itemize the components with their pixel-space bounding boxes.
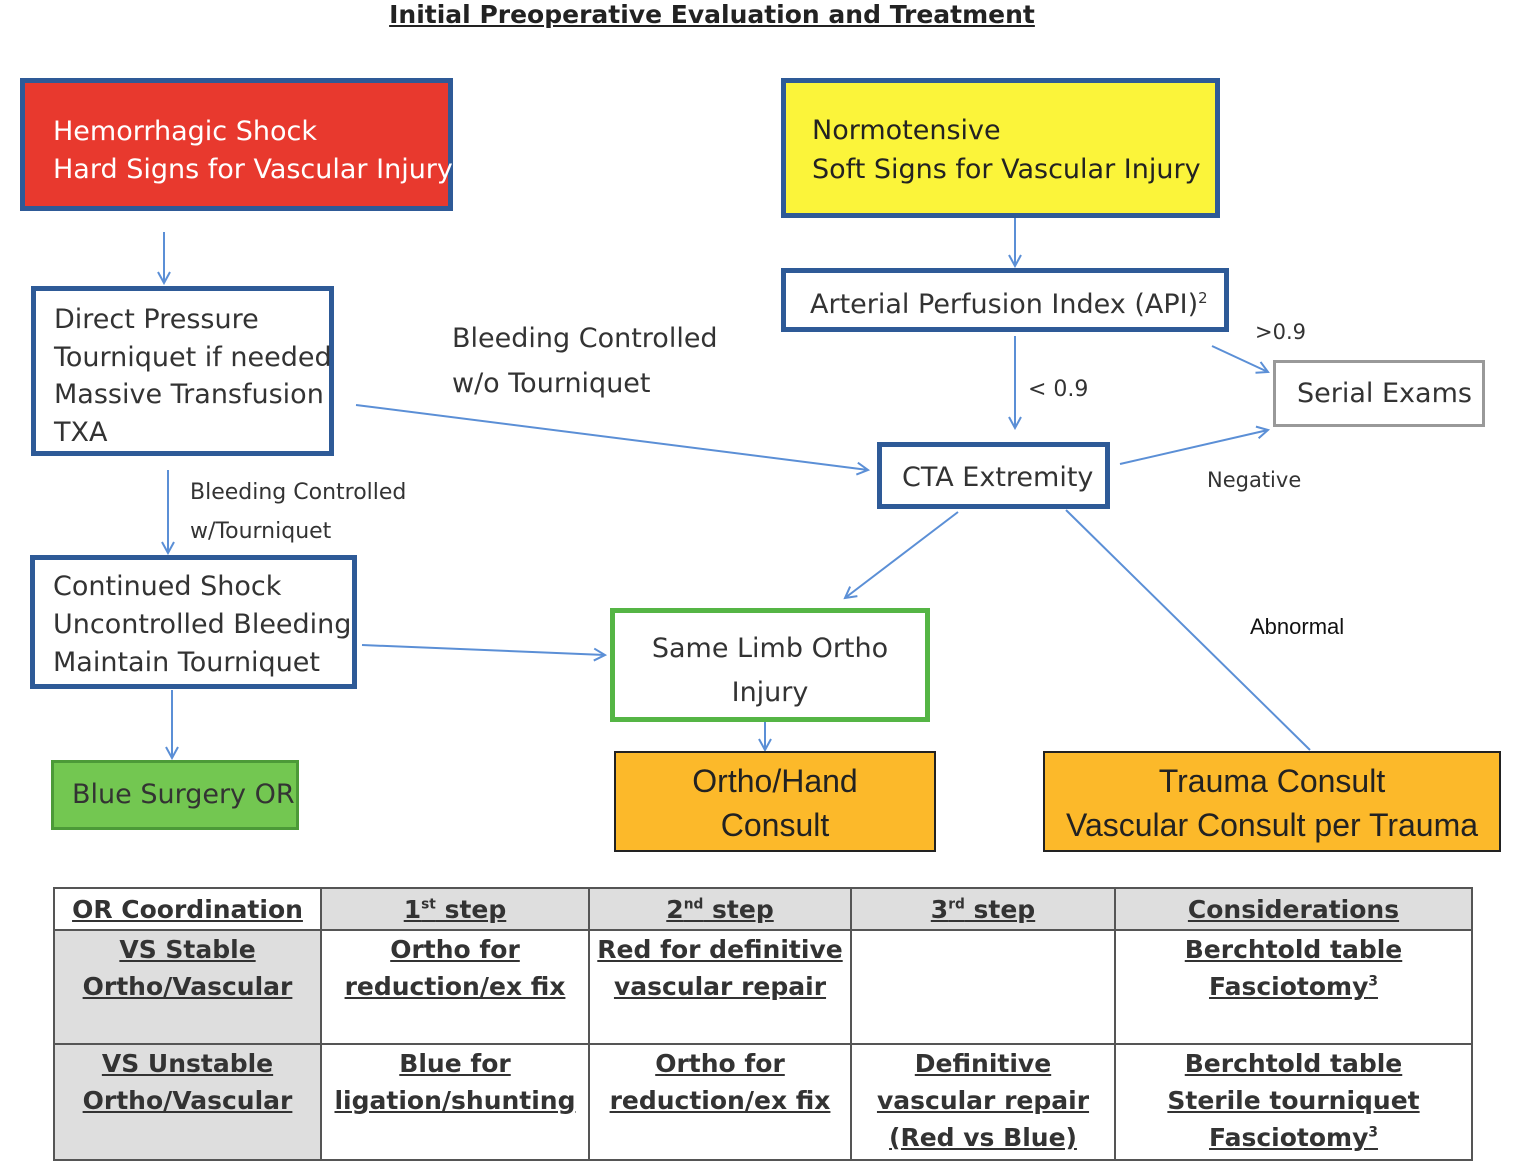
massive-transfusion-line: Massive Transfusion [54, 379, 324, 410]
table-row: VS Stable Ortho/Vascular Ortho for reduc… [53, 929, 1473, 1045]
diagram-title: Initial Preoperative Evaluation and Trea… [389, 0, 1035, 29]
header-or-coordination: OR Coordination [53, 887, 322, 931]
arrow-continued-to-samelimb [361, 644, 605, 655]
cell-step-1: Blue for ligation/shunting [320, 1043, 590, 1161]
direct-pressure-line: Direct Pressure [54, 304, 259, 335]
or-coordination-table: OR Coordination 1st step 2nd step 3rd st… [53, 887, 1473, 1161]
ortho-hand-line2: Consult [720, 807, 830, 843]
hemorrhagic-line1: Hemorrhagic Shock [53, 116, 317, 147]
arrow-cta-to-samelimb [845, 511, 959, 598]
row-head-vs-stable: VS Stable Ortho/Vascular [53, 929, 322, 1045]
label-lt-0-9: < 0.9 [1028, 377, 1089, 402]
table-row: VS Unstable Ortho/Vascular Blue for liga… [53, 1043, 1473, 1161]
continued-shock-box: Continued Shock Uncontrolled Bleeding Ma… [30, 555, 357, 689]
cta-extremity-box: CTA Extremity [877, 442, 1110, 509]
api-label: Arterial Perfusion Index (API)2 [810, 289, 1208, 320]
row-head-vs-unstable: VS Unstable Ortho/Vascular [53, 1043, 322, 1161]
serial-exams-box: Serial Exams [1273, 360, 1485, 427]
arrow-cta-to-serial [1119, 430, 1268, 465]
trauma-consult-line1: Trauma Consult [1158, 763, 1386, 799]
arrow-pressure-to-cta [355, 404, 868, 470]
normotensive-line2: Soft Signs for Vascular Injury [812, 154, 1201, 185]
cell-step-2: Red for definitive vascular repair [588, 929, 852, 1045]
cell-step-3: Definitive vascular repair (Red vs Blue) [850, 1043, 1116, 1161]
api-box: Arterial Perfusion Index (API)2 [781, 268, 1229, 332]
same-limb-ortho-line1: Same Limb Ortho [651, 633, 889, 664]
line-cta-to-trauma [1065, 509, 1311, 751]
hemorrhagic-shock-box: Hemorrhagic Shock Hard Signs for Vascula… [20, 78, 463, 211]
normotensive-box: Normotensive Soft Signs for Vascular Inj… [781, 78, 1220, 218]
header-step-3: 3rd step [850, 887, 1116, 931]
txa-line: TXA [54, 416, 108, 448]
cta-extremity-label: CTA Extremity [902, 462, 1094, 493]
serial-exams-label: Serial Exams [1297, 378, 1472, 409]
arrow-api-to-serial [1211, 345, 1268, 372]
normotensive-line1: Normotensive [812, 115, 1001, 146]
trauma-consult-line2: Vascular Consult per Trauma [1065, 807, 1479, 843]
same-limb-ortho-line2: Injury [731, 677, 809, 708]
label-bleeding-controlled-w-tourniquet: Bleeding Controlled w/Tourniquet [190, 480, 407, 544]
hemorrhagic-line2: Hard Signs for Vascular Injury1 [53, 154, 463, 185]
cell-step-1: Ortho for reduction/ex fix [320, 929, 590, 1045]
label-bleeding-controlled-wo-tourniquet: Bleeding Controlled w/o Tourniquet [452, 323, 718, 399]
footnote-1: 1 [452, 154, 463, 172]
label-negative: Negative [1207, 468, 1302, 492]
footnote-2: 2 [1198, 289, 1208, 307]
header-considerations: Considerations [1114, 887, 1473, 931]
header-step-1: 1st step [320, 887, 590, 931]
direct-pressure-box: Direct Pressure Tourniquet if needed Mas… [31, 286, 334, 456]
tourniquet-line: Tourniquet if needed [54, 341, 332, 373]
blue-surgery-or-label: Blue Surgery OR [72, 779, 295, 810]
uncontrolled-bleeding-line: Uncontrolled Bleeding [53, 609, 352, 640]
label-gt-0-9: >0.9 [1255, 320, 1306, 344]
continued-shock-line: Continued Shock [53, 571, 282, 602]
cell-considerations: Berchtold table Sterile tourniquet Fasci… [1114, 1043, 1473, 1161]
same-limb-ortho-box: Same Limb Ortho Injury [610, 608, 930, 722]
cell-step-3 [850, 929, 1116, 1045]
cell-considerations: Berchtold table Fasciotomy3 [1114, 929, 1473, 1045]
ortho-hand-consult-box: Ortho/Hand Consult [614, 751, 936, 852]
header-step-2: 2nd step [588, 887, 852, 931]
cell-step-2: Ortho for reduction/ex fix [588, 1043, 852, 1161]
maintain-tourniquet-line: Maintain Tourniquet [53, 647, 321, 678]
label-abnormal: Abnormal [1250, 614, 1345, 639]
ortho-hand-line1: Ortho/Hand [692, 763, 858, 799]
table-header-row: OR Coordination 1st step 2nd step 3rd st… [53, 887, 1473, 931]
blue-surgery-or-box: Blue Surgery OR [51, 760, 299, 830]
trauma-consult-box: Trauma Consult Vascular Consult per Trau… [1043, 751, 1501, 852]
